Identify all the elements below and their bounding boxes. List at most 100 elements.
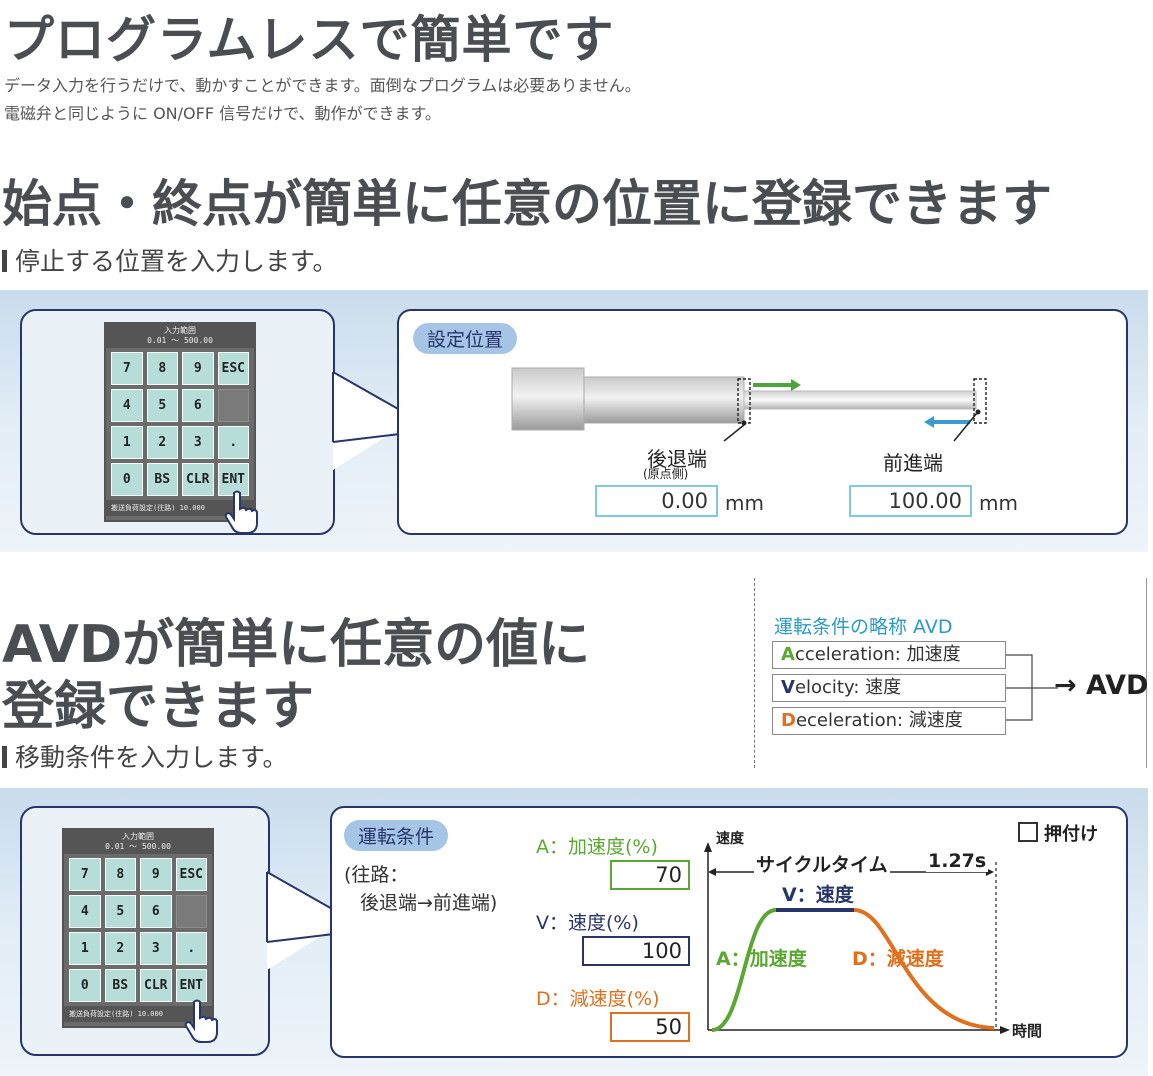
avd-title: 運転条件の略称 AVD [774, 616, 953, 638]
key-blank [175, 895, 207, 928]
graph-v-label: V：速度 [782, 884, 854, 906]
divider-right [1146, 578, 1147, 768]
section2-title-line1: AVDが簡単に任意の値に [2, 615, 591, 675]
key-blank [217, 389, 249, 422]
decel-label: D：減速度(%) [536, 988, 660, 1010]
key-7[interactable]: 7 [69, 858, 101, 891]
avd-text-d: eceleration: 減速度 [795, 710, 963, 731]
key-bs[interactable]: BS [104, 969, 136, 1002]
route-line-1: (往路： [344, 864, 409, 886]
key-1[interactable]: 1 [69, 932, 101, 965]
keypad-footer: 搬送負荷設定(往路) 10.000 [64, 1006, 212, 1022]
graph-y-label: 速度 [716, 831, 744, 847]
avd-item-acceleration: Acceleration: 加速度 [772, 641, 1006, 669]
keypad-screen-2: 入力範囲 0.01 ～ 500.00 7 8 9 ESC 4 5 6 1 2 3… [62, 828, 214, 1028]
route-line-2: 後退端→前進端) [360, 892, 498, 914]
speed-input[interactable]: 100 [582, 936, 690, 966]
key-0[interactable]: 0 [69, 969, 101, 1002]
key-1[interactable]: 1 [111, 426, 143, 459]
rear-position-unit: mm [725, 491, 764, 515]
key-5[interactable]: 5 [146, 389, 178, 422]
keypad-header: 入力範囲 0.01 ～ 500.00 [64, 830, 212, 854]
position-panel-label: 設定位置 [413, 323, 518, 354]
key-5[interactable]: 5 [104, 895, 136, 928]
rear-end-label: 後退端 [647, 447, 707, 471]
keypad-panel-2: 入力範囲 0.01 ～ 500.00 7 8 9 ESC 4 5 6 1 2 3… [20, 806, 270, 1056]
conditions-panel-label: 運転条件 [344, 820, 449, 851]
key-clr[interactable]: CLR [182, 463, 214, 496]
decel-input[interactable]: 50 [610, 1012, 690, 1042]
key-2[interactable]: 2 [104, 932, 136, 965]
key-esc[interactable]: ESC [217, 352, 249, 385]
divider-left [754, 578, 755, 768]
push-checkbox-label: 押付け [1044, 824, 1098, 845]
section1-subtitle: 停止する位置を入力します。 [2, 242, 338, 278]
key-0[interactable]: 0 [111, 463, 143, 496]
key-ent[interactable]: ENT [217, 463, 249, 496]
key-bs[interactable]: BS [146, 463, 178, 496]
rear-end-sublabel: (原点側) [643, 467, 689, 481]
key-ent[interactable]: ENT [175, 969, 207, 1002]
accel-input[interactable]: 70 [610, 860, 690, 890]
key-2[interactable]: 2 [146, 426, 178, 459]
speech-tail-2 [266, 871, 335, 970]
cycle-time-value: 1.27s [926, 850, 989, 872]
pointing-hand-icon [184, 999, 218, 1043]
key-8[interactable]: 8 [104, 858, 136, 891]
keypad-grid: 7 8 9 ESC 4 5 6 1 2 3 . 0 BS CLR ENT [64, 854, 212, 1006]
graph-x-label: 時間 [1012, 1022, 1043, 1040]
key-4[interactable]: 4 [69, 895, 101, 928]
keypad-panel-1: 入力範囲 0.01 ～ 500.00 7 8 9 ESC 4 5 6 1 2 3… [20, 309, 335, 535]
front-position-input[interactable]: 100.00 [849, 485, 972, 517]
cycle-time-label: サイクルタイム [754, 850, 890, 877]
section2-title-line2: 登録できます [2, 677, 315, 737]
intro-line-1: データ入力を行うだけで、動かすことができます。面倒なプログラムは必要ありません。 [4, 76, 641, 95]
speech-tail-1 [332, 371, 401, 470]
keypad-header: 入力範囲 0.01 ～ 500.00 [106, 324, 254, 348]
avd-text-v: elocity: 速度 [794, 677, 902, 698]
avd-bracket [1006, 654, 1058, 721]
key-7[interactable]: 7 [111, 352, 143, 385]
key-dot[interactable]: . [217, 426, 249, 459]
graph-d-label: D：減速度 [852, 948, 944, 970]
conditions-panel: 運転条件 (往路： 後退端→前進端) A：加速度(%) 70 V：速度(%) 1… [330, 806, 1128, 1058]
front-position-unit: mm [979, 491, 1018, 515]
keypad-header-title: 入力範囲 [164, 326, 196, 335]
avd-text-a: cceleration: 加速度 [794, 644, 961, 665]
avd-item-velocity: Velocity: 速度 [772, 674, 1006, 702]
section1-title: 始点・終点が簡単に任意の位置に登録できます [2, 175, 1052, 233]
key-dot[interactable]: . [175, 932, 207, 965]
key-8[interactable]: 8 [146, 352, 178, 385]
key-esc[interactable]: ESC [175, 858, 207, 891]
key-9[interactable]: 9 [140, 858, 172, 891]
pointing-hand-icon [224, 490, 258, 534]
avd-initial-d: D [781, 710, 796, 731]
key-4[interactable]: 4 [111, 389, 143, 422]
keypad-screen-1: 入力範囲 0.01 ～ 500.00 7 8 9 ESC 4 5 6 1 2 3… [104, 322, 256, 522]
avd-initial-a: A [781, 644, 795, 665]
intro-line-2: 電磁弁と同じように ON/OFF 信号だけで、動作ができます。 [4, 104, 441, 123]
speed-label: V：速度(%) [536, 912, 639, 934]
front-end-label: 前進端 [883, 451, 943, 475]
keypad-header-range: 0.01 ～ 500.00 [105, 842, 171, 851]
position-panel: 設定位置 後退端 (原点側) 前進端 0.00 mm 100.00 mm [397, 309, 1128, 535]
key-3[interactable]: 3 [182, 426, 214, 459]
section2-subtitle: 移動条件を入力します。 [2, 738, 288, 774]
push-checkbox[interactable] [1018, 822, 1038, 842]
avd-initial-v: V [781, 677, 795, 698]
key-clr[interactable]: CLR [140, 969, 172, 1002]
keypad-header-title: 入力範囲 [122, 832, 154, 841]
graph-a-label: A：加速度 [716, 948, 807, 970]
avd-item-deceleration: Deceleration: 減速度 [772, 707, 1006, 735]
key-9[interactable]: 9 [182, 352, 214, 385]
rear-position-input[interactable]: 0.00 [595, 485, 718, 517]
key-6[interactable]: 6 [182, 389, 214, 422]
avd-result: → AVD [1054, 670, 1149, 701]
cylinder-diagram [511, 367, 987, 442]
key-3[interactable]: 3 [140, 932, 172, 965]
keypad-header-range: 0.01 ～ 500.00 [147, 336, 213, 345]
key-6[interactable]: 6 [140, 895, 172, 928]
page-title: プログラムレスで簡単です [4, 11, 615, 69]
keypad-footer: 搬送負荷設定(往路) 10.000 [106, 500, 254, 516]
accel-label: A：加速度(%) [536, 836, 658, 858]
